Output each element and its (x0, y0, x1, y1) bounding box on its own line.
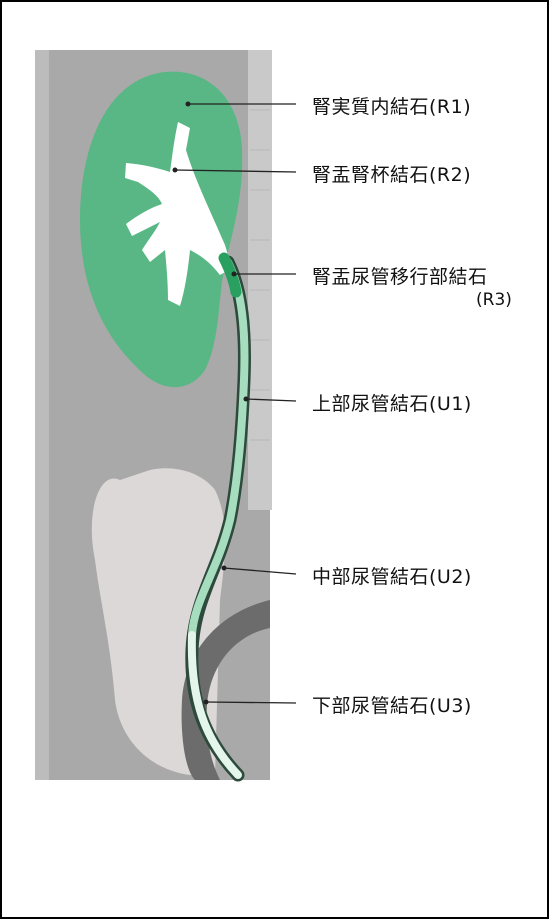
label-r3-sub: (R3) (476, 290, 512, 310)
spine-strip (248, 50, 272, 510)
label-r1: 腎実質内結石(R1) (312, 92, 471, 119)
label-u2: 中部尿管結石(U2) (312, 562, 472, 589)
label-r2: 腎盂腎杯結石(R2) (312, 160, 471, 187)
label-r3: 腎盂尿管移行部結石 (312, 262, 488, 289)
label-u3: 下部尿管結石(U3) (312, 691, 472, 718)
left-edge-strip (35, 50, 49, 780)
label-u1: 上部尿管結石(U1) (312, 389, 472, 416)
